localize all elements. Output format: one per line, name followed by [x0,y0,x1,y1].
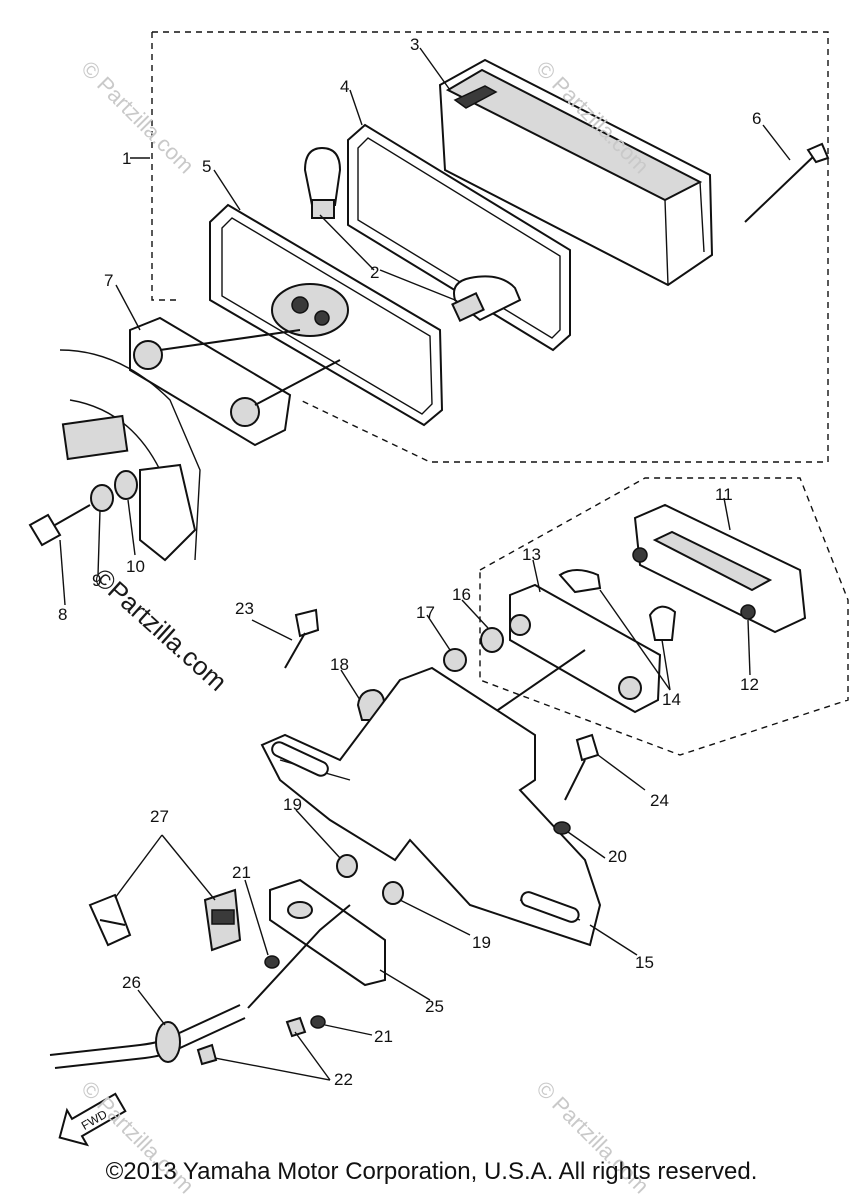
assembly-1-boundary [151,31,829,463]
callout-24: 24 [650,791,669,810]
callout-20: 20 [608,847,627,866]
nut-part-21a [264,955,280,969]
bulb-lower [451,275,522,322]
screw-part-24 [564,733,600,801]
switch-part-27b [203,888,242,952]
mount-bracket-part-7 [129,316,341,447]
grommet-part-19a [336,854,358,878]
callout-3: 3 [410,35,419,54]
license-light-part-12 [632,503,807,634]
wiring-harness-part-26 [49,904,351,1069]
washer-part-16 [480,627,504,653]
watermark-main: ©Partzilla.com [88,562,233,697]
socket-plate-part-13 [494,583,662,714]
callout-17: 17 [416,603,435,622]
callout-6: 6 [752,109,761,128]
grommet-part-19b [382,881,404,905]
washer-part-9 [90,484,114,512]
callout-8: 8 [58,605,67,624]
callout-21a: 21 [232,863,251,882]
cover-part-25 [269,878,386,987]
callout-2: 2 [370,263,379,282]
screw-part-6 [744,142,830,223]
callout-26: 26 [122,973,141,992]
callout-18: 18 [330,655,349,674]
lens-housing-part [438,58,714,287]
callout-27: 27 [150,807,169,826]
callout-10: 10 [126,557,145,576]
rear-fender-fragment [59,349,201,562]
nut-part-22b [196,1043,218,1066]
nut-part-22a [285,1016,307,1038]
callout-25: 25 [425,997,444,1016]
callout-11: 11 [715,485,733,504]
nut-part-21b [310,1015,326,1029]
bolt-part-8 [28,504,91,547]
leader-lines [59,47,791,1081]
gasket-inner [357,137,561,339]
callout-5: 5 [202,157,211,176]
bulb-part-14b [648,605,677,641]
callout-7: 7 [104,271,113,290]
callout-9: 9 [92,571,101,590]
callout-15: 15 [635,953,654,972]
callout-21b: 21 [374,1027,393,1046]
base-plate-part [209,203,444,427]
switch-part-27a [88,893,132,947]
washer-part-20 [553,821,571,835]
callout-16: 16 [452,585,471,604]
washer-part-17 [443,648,467,672]
copyright-notice: ©2013 Yamaha Motor Corporation, U.S.A. A… [105,1158,758,1185]
assembly-11-boundary [479,477,849,756]
callout-22: 22 [334,1070,353,1089]
license-bracket-part-15 [260,666,602,947]
callout-4: 4 [340,77,349,96]
bulb-part-14a [558,569,602,594]
nut-part-10 [114,470,138,500]
callout-13: 13 [522,545,541,564]
callout-14: 14 [662,690,681,709]
watermark-faint-1: © Partzilla.com [76,56,199,179]
bolt-part-23 [284,608,320,669]
part-callouts: 1 2 3 4 5 6 7 8 9 10 11 12 13 14 15 16 1… [58,35,761,1089]
callout-1: 1 [122,149,131,168]
callout-12: 12 [740,675,759,694]
bulb-upper [303,146,342,219]
callout-23: 23 [235,599,254,618]
callout-19b: 19 [472,933,491,952]
callout-19a: 19 [283,795,302,814]
